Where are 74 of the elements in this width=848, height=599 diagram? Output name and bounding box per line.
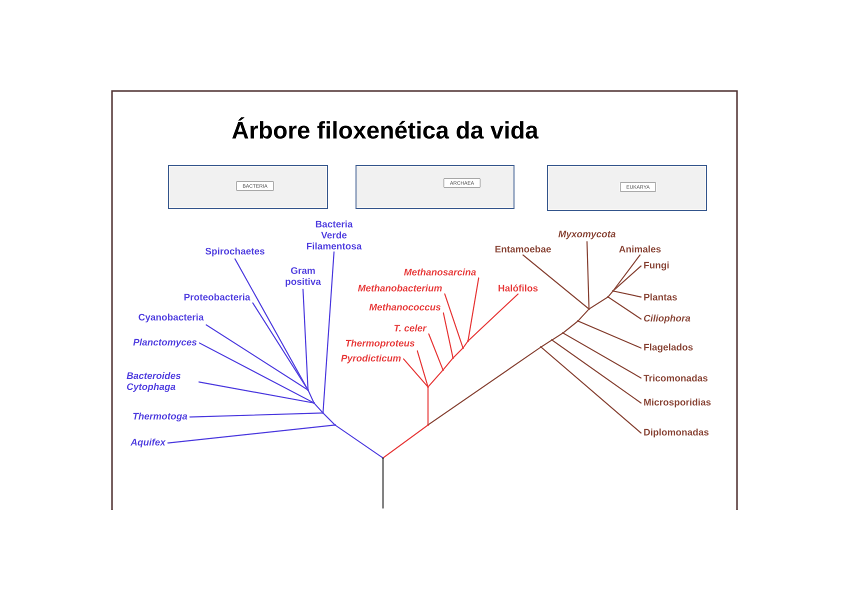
taxon-label: Tricomonadas — [644, 374, 708, 382]
taxon-label: T. celer — [394, 324, 427, 332]
taxon-label: Gram positiva — [286, 267, 322, 287]
taxon-label: Bacteria Verde Filamentosa — [306, 220, 362, 250]
panel-box — [356, 165, 514, 209]
taxon-label: Thermoproteus — [346, 340, 415, 348]
branch-line — [189, 412, 323, 418]
branch-line — [613, 254, 641, 291]
taxon-label: Fungi — [644, 262, 669, 270]
branch-line — [167, 424, 335, 444]
taxon-label: Halófilos — [498, 284, 538, 292]
branch-line — [428, 346, 541, 426]
branch-line — [578, 320, 642, 349]
taxon-label: Plantas — [644, 294, 677, 300]
taxon-label: Pyrodicticum — [341, 354, 401, 364]
branch-line — [589, 296, 608, 310]
panel-box — [168, 165, 328, 209]
branch-line — [453, 348, 463, 358]
branch-line — [462, 341, 468, 348]
branch-line — [613, 265, 642, 291]
taxon-label: Methanococcus — [369, 304, 441, 310]
branch-line — [302, 288, 309, 390]
taxon-label: Planctomyces — [133, 338, 197, 348]
branch-line — [563, 332, 642, 379]
title: Árbore filoxenética da vida — [232, 117, 539, 139]
branch-line — [608, 291, 613, 297]
branch-line — [608, 296, 642, 320]
branch-line — [252, 302, 308, 390]
branch-line — [443, 358, 453, 370]
branch-line — [563, 321, 578, 333]
taxon-label: Animales — [619, 246, 661, 252]
taxon-label: Cyanobacteria — [138, 314, 204, 322]
branch-line — [586, 241, 590, 309]
branch-line — [403, 358, 428, 387]
branch-line — [416, 350, 428, 387]
branch-line — [442, 312, 454, 358]
branch-line — [552, 332, 563, 340]
branch-line — [335, 424, 383, 458]
taxon-label: Ciliophora — [644, 314, 690, 324]
taxon-label: Methanosarcina — [404, 268, 476, 276]
branch-line — [468, 277, 480, 341]
branch-line — [198, 381, 314, 404]
branch-line — [382, 458, 384, 509]
panel-box — [547, 165, 707, 211]
branch-line — [322, 251, 335, 413]
branch-line — [308, 390, 314, 403]
branch-line — [468, 293, 519, 341]
taxon-label: Diplomonadas — [644, 428, 709, 438]
taxon-label: Aquifex — [130, 438, 166, 448]
taxon-label: Entamoebae — [495, 246, 551, 252]
taxon-label: Flagelados — [644, 344, 693, 352]
branch-line — [198, 342, 314, 404]
taxon-label: Myxomycota — [558, 230, 616, 240]
branch-line — [541, 347, 642, 434]
taxon-label: Thermotoga — [133, 412, 188, 422]
branch-line — [383, 424, 428, 458]
branch-line — [206, 324, 308, 390]
branch-line — [552, 340, 642, 404]
branch-line — [444, 293, 464, 348]
branch-line — [428, 370, 443, 387]
branch-line — [613, 290, 642, 298]
branch-line — [427, 387, 429, 425]
branch-line — [314, 403, 323, 413]
branch-line — [428, 333, 444, 370]
branch-line — [323, 413, 335, 425]
taxon-label: Proteobacteria — [184, 294, 250, 300]
branch-line — [578, 309, 589, 321]
branch-line — [234, 258, 308, 390]
branch-line — [541, 340, 552, 348]
taxon-label: Microsporidias — [644, 398, 711, 408]
taxon-label: Methanobacterium — [358, 284, 442, 292]
taxon-label: Bacteroides Cytophaga — [126, 372, 181, 392]
branch-line — [522, 254, 589, 309]
taxon-label: Spirochaetes — [205, 248, 264, 256]
